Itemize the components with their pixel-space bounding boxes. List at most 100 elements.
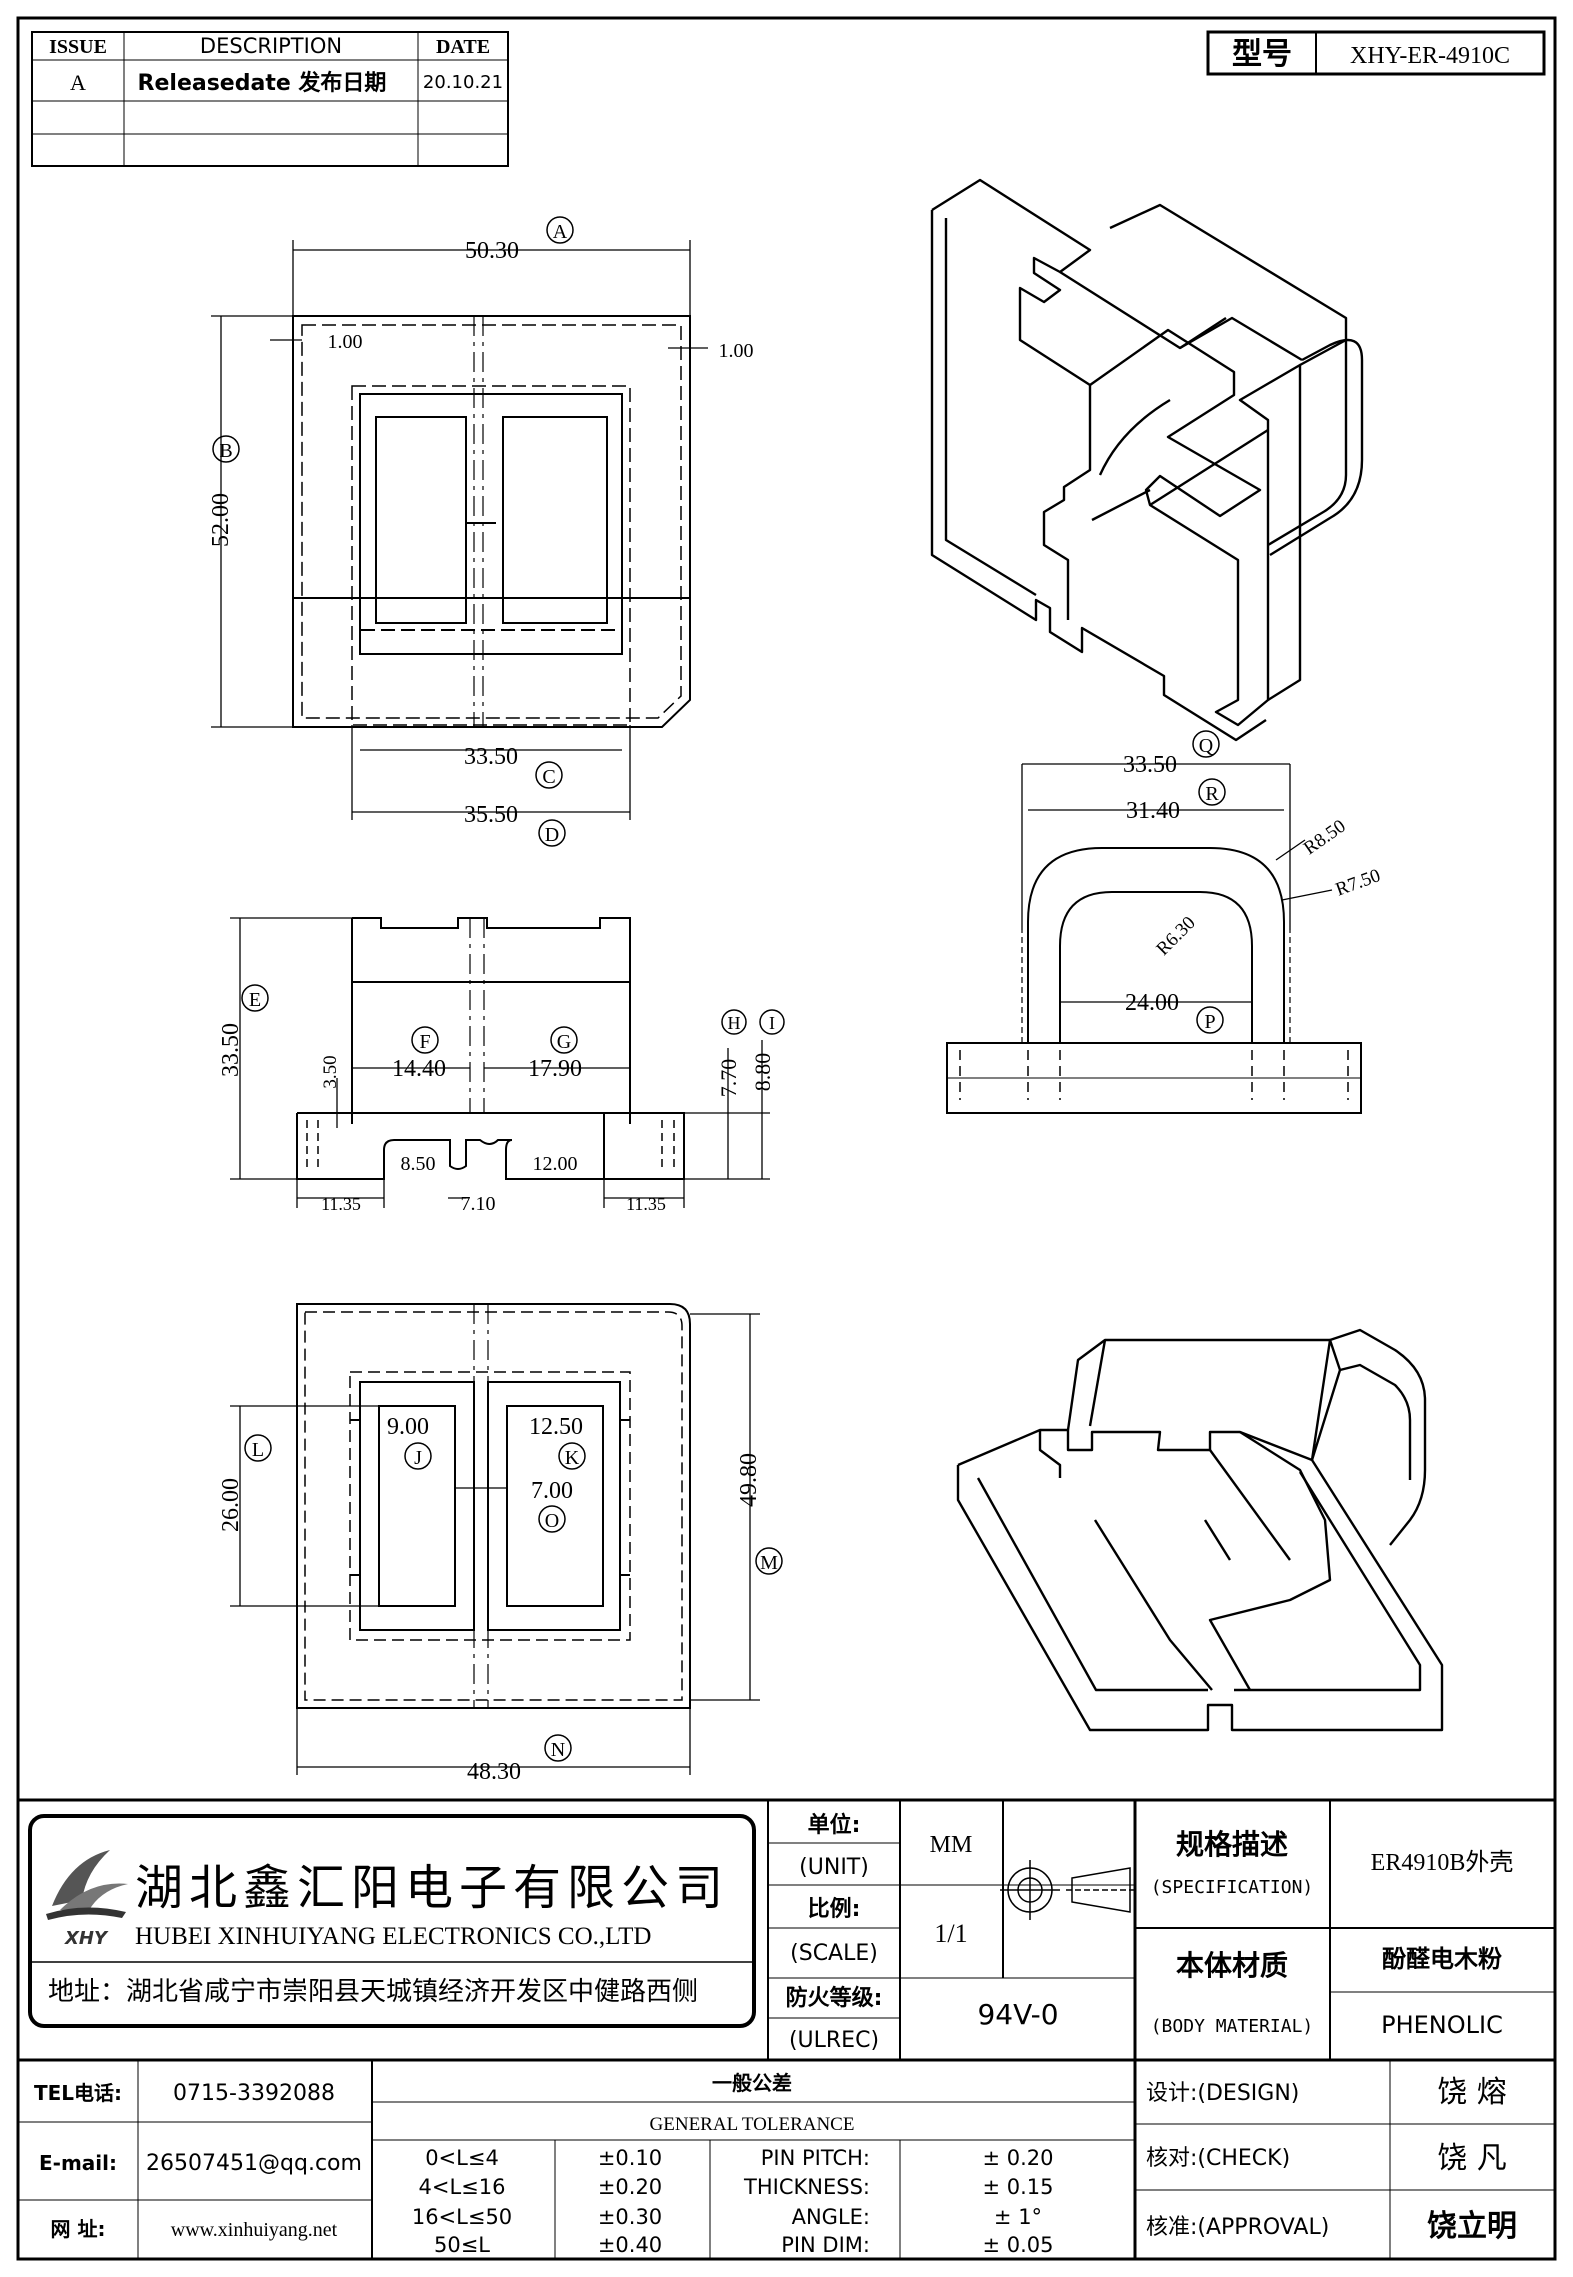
dim-B: 52.00 [208, 493, 234, 547]
dim-P: 24.00 [1125, 990, 1179, 1016]
fire-label: 防火等级: [786, 1985, 883, 2011]
web-value: www.xinhuiyang.net [171, 2219, 338, 2241]
dim-A: 50.30 [465, 238, 519, 264]
spec-value: ER4910B外壳 [1371, 1849, 1514, 1876]
model-label: 型号 [1232, 37, 1292, 72]
dim-edge-right: 11.35 [626, 1194, 666, 1214]
svg-text:G: G [557, 1031, 571, 1053]
dim-top-right-wall: 1.00 [719, 340, 754, 362]
top-view-dims [211, 240, 708, 820]
dim-H: 7.70 [716, 1059, 741, 1098]
dim-R8: R8.50 [1300, 816, 1350, 860]
svg-text:I: I [769, 1013, 775, 1033]
revision-header-issue: ISSUE [49, 36, 107, 58]
scale-value: 1/1 [934, 1919, 967, 1948]
tolerance-rows: 0<L≤4 ±0.10 PIN PITCH: ± 0.20 4<L≤16 ±0.… [412, 2146, 1054, 2257]
svg-text:A: A [553, 221, 568, 243]
svg-text:F: F [419, 1031, 430, 1053]
dim-top-left-wall: 1.00 [328, 331, 363, 353]
svg-text:O: O [545, 1510, 559, 1532]
tolerance-title-cn: 一般公差 [712, 2071, 792, 2095]
side-view [946, 847, 1362, 1114]
check-name: 饶 凡 [1437, 2141, 1507, 2176]
tolerance-value: ±0.30 [598, 2205, 662, 2229]
unit-label-en: (UNIT) [799, 1855, 869, 1880]
dim-slot-8-50: 8.50 [401, 1153, 436, 1175]
approve-name: 饶立明 [1427, 2209, 1517, 2244]
svg-text:R: R [1205, 783, 1219, 805]
tolerance-range: 50≤L [434, 2233, 490, 2257]
side-view-dims [1021, 763, 1333, 1003]
dim-G: 17.90 [528, 1056, 582, 1082]
model-value: XHY-ER-4910C [1350, 43, 1510, 69]
dim-I: 8.80 [750, 1053, 775, 1092]
dim-J: 9.00 [387, 1414, 429, 1440]
svg-text:K: K [565, 1447, 580, 1469]
company-name-en: HUBEI XINHUIYANG ELECTRONICS CO.,LTD [135, 1923, 651, 1950]
svg-text:M: M [760, 1552, 778, 1574]
svg-text:B: B [219, 440, 232, 462]
tel-value: 0715-3392088 [173, 2081, 335, 2106]
design-label: 设计:(DESIGN) [1146, 2081, 1299, 2106]
svg-text:H: H [728, 1013, 741, 1033]
dim-R: 31.40 [1126, 798, 1180, 824]
bottom-view [296, 1303, 691, 1709]
tolerance-range: 4<L≤16 [419, 2175, 506, 2199]
front-view-dims [230, 917, 770, 1208]
title-block-frame [18, 1798, 1555, 2259]
svg-text:Q: Q [1199, 735, 1214, 757]
email-value: 26507451@qq.com [146, 2151, 362, 2176]
revision-row-description: Releasedate 发布日期 [138, 70, 387, 96]
revision-row-date: 20.10.21 [423, 72, 503, 93]
spec-label: 规格描述 [1176, 1828, 1288, 1861]
tolerance-item: PIN DIM: [781, 2233, 870, 2257]
tolerance-value: ±0.10 [598, 2146, 662, 2170]
material-label: 本体材质 [1176, 1949, 1288, 1982]
sheet-border [16, 16, 1557, 2261]
approve-label: 核准:(APPROVAL) [1146, 2215, 1329, 2240]
tolerance-range: 0<L≤4 [425, 2146, 499, 2170]
svg-text:D: D [545, 824, 559, 846]
front-view [296, 917, 685, 1180]
tolerance-title-en: GENERAL TOLERANCE [650, 2114, 855, 2135]
tolerance-item-value: ± 1° [994, 2205, 1042, 2229]
logo-text: XHY [64, 1928, 109, 1949]
revision-row-issue: A [70, 70, 86, 95]
tolerance-range: 16<L≤50 [412, 2205, 512, 2229]
dim-F: 14.40 [392, 1056, 446, 1082]
scale-label: 比例: [808, 1897, 861, 1922]
dim-gap-7-10: 7.10 [461, 1193, 496, 1215]
dim-Q: 33.50 [1123, 752, 1177, 778]
model-box [1206, 30, 1546, 76]
tel-label: TEL电话: [34, 2081, 122, 2105]
dim-E: 33.50 [218, 1023, 244, 1077]
tolerance-value: ±0.20 [598, 2175, 662, 2199]
dim-M: 49.80 [736, 1453, 762, 1507]
material-value-cn: 酚醛电木粉 [1382, 1945, 1502, 1973]
revision-header-date: DATE [436, 36, 490, 58]
tolerance-item: PIN PITCH: [761, 2146, 870, 2170]
revision-header-description: DESCRIPTION [200, 34, 342, 58]
svg-text:P: P [1204, 1011, 1215, 1033]
svg-text:C: C [542, 766, 555, 788]
dim-D: 35.50 [464, 802, 518, 828]
dim-K: 12.50 [529, 1414, 583, 1440]
company-name-cn: 湖北鑫汇阳电子有限公司 [135, 1860, 729, 1916]
company-logo: XHY [46, 1850, 128, 1949]
svg-text:J: J [414, 1447, 422, 1469]
dim-R7: R7.50 [1333, 865, 1383, 900]
dim-L: 26.00 [218, 1478, 244, 1532]
iso-view-upper [930, 178, 1364, 742]
check-label: 核对:(CHECK) [1146, 2146, 1290, 2171]
revision-table [31, 31, 509, 167]
web-label: 网 址: [51, 2217, 106, 2241]
bottom-view-dims [230, 1313, 760, 1775]
tolerance-item: ANGLE: [792, 2205, 870, 2229]
fire-value: 94V-0 [977, 1998, 1058, 2031]
dim-O: 7.00 [531, 1478, 573, 1504]
tolerance-value: ±0.40 [598, 2233, 662, 2257]
dim-R6: R6.30 [1152, 912, 1199, 959]
svg-text:E: E [249, 989, 261, 1011]
fire-label-en: (ULREC) [789, 2028, 879, 2053]
